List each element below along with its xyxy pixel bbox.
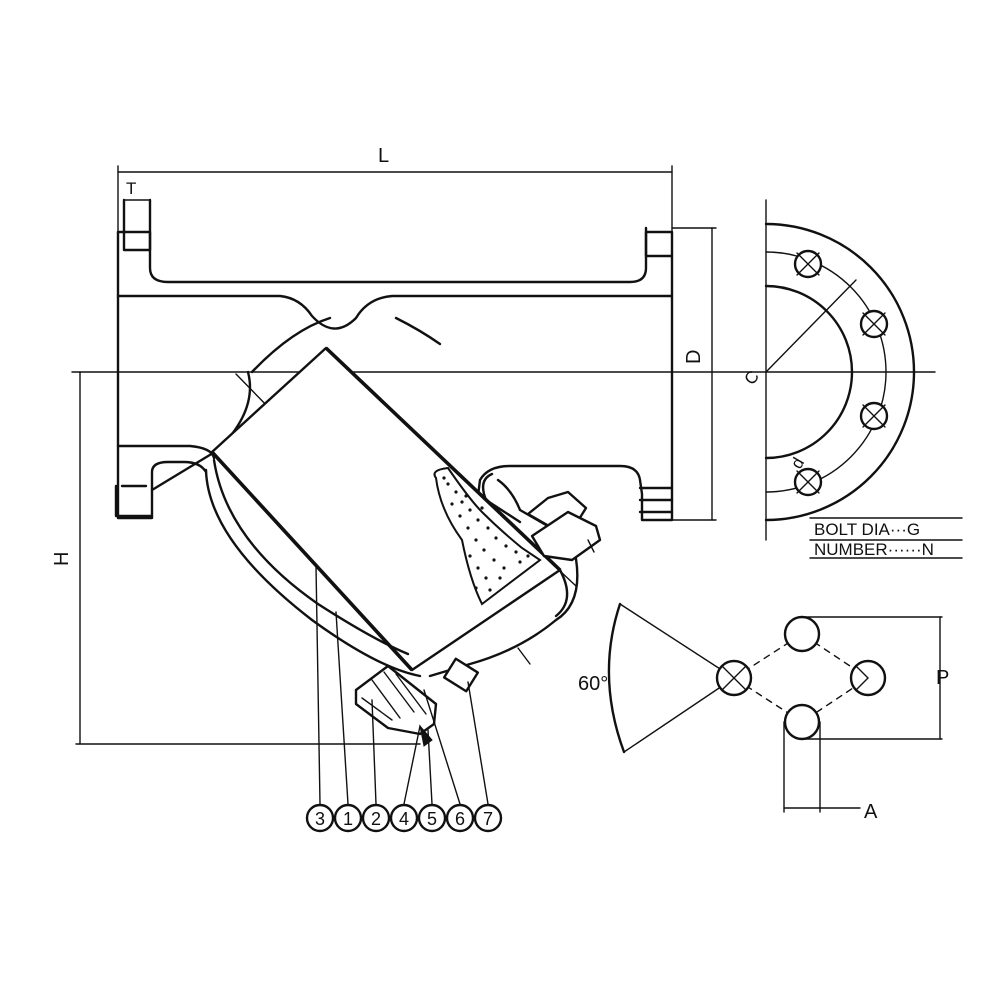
label-C: C	[741, 367, 763, 389]
callout-1: 3	[315, 809, 325, 829]
callout-3: 2	[371, 809, 381, 829]
flange-end-view: C d	[741, 199, 916, 541]
dimension-T: T	[123, 179, 151, 201]
dimension-L: L	[117, 145, 673, 233]
label-T: T	[126, 179, 136, 198]
leader-lines	[315, 565, 489, 805]
right-flange	[638, 226, 674, 514]
strainer-screen	[210, 346, 562, 672]
callout-5: 5	[427, 809, 437, 829]
part-callouts: 3 1 2 4 5 6 7	[305, 803, 503, 833]
bolt-table: BOLT DIA···G NUMBER······N	[809, 517, 963, 559]
strainer-body	[116, 230, 674, 524]
dimension-H: H	[51, 371, 421, 745]
filter-media-dots	[442, 476, 530, 592]
drain-plug	[354, 657, 480, 747]
bolt-pattern-detail: 60° P A	[578, 602, 949, 823]
label-P: P	[936, 667, 949, 689]
bolt-dia-text: BOLT DIA···G	[814, 520, 920, 539]
left-flange	[114, 198, 154, 518]
callout-7: 7	[483, 809, 493, 829]
callout-6: 6	[455, 809, 465, 829]
label-A: A	[864, 801, 878, 823]
label-L: L	[378, 145, 389, 167]
bolt-hole-markers	[793, 249, 889, 497]
callout-4: 4	[399, 809, 409, 829]
number-text: NUMBER······N	[814, 540, 934, 559]
label-60-deg: 60°	[578, 673, 608, 695]
label-D: D	[683, 350, 705, 364]
callout-2: 1	[343, 809, 353, 829]
dimension-D: D	[671, 227, 717, 521]
label-H: H	[51, 552, 73, 566]
